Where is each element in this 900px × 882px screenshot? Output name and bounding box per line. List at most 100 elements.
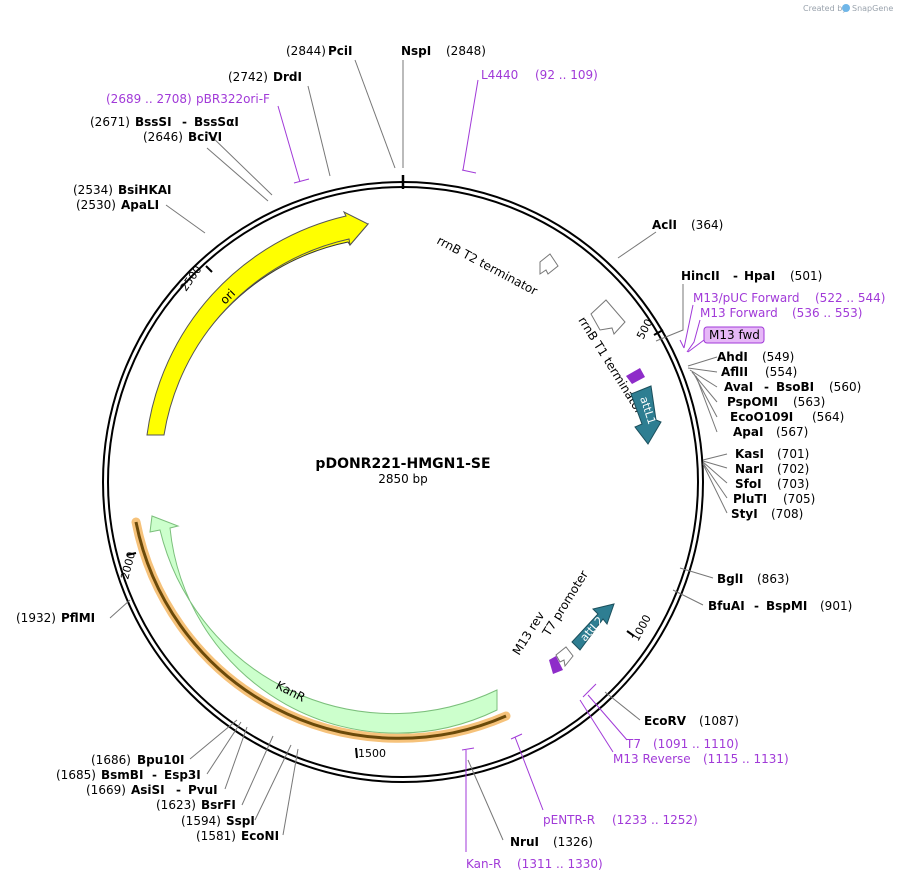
site-pspomi-pos: (563): [793, 395, 825, 409]
primer-kanr-name[interactable]: Kan-R: [466, 857, 501, 871]
site-leader-lines: [109, 59, 728, 841]
site-bsrfi-name[interactable]: BsrFI: [201, 798, 236, 812]
tick-label-2000: 2000: [118, 550, 138, 580]
site-bfuai-sep: -: [754, 599, 759, 613]
site-avai-name2[interactable]: BsoBI: [776, 380, 814, 394]
site-sfoi-name[interactable]: SfoI: [735, 477, 762, 491]
site-nari-name[interactable]: NarI: [735, 462, 764, 476]
site-acli-pos: (364): [691, 218, 723, 232]
primer-m13rev-range: (1115 .. 1131): [703, 752, 789, 766]
site-bsssi-name[interactable]: BssSI: [135, 115, 172, 129]
site-bcivi-name[interactable]: BciVI: [188, 130, 222, 144]
site-aflii-name[interactable]: AflII: [721, 365, 748, 379]
site-bsssi-pos: (2671): [90, 115, 130, 129]
primer-leader-lines: [277, 79, 705, 852]
site-bpu10i-name[interactable]: Bpu10I: [137, 753, 184, 767]
site-pluti-name[interactable]: PluTI: [733, 492, 767, 506]
site-asisi-name2[interactable]: PvuI: [188, 783, 218, 797]
site-asisi-name[interactable]: AsiSI: [131, 783, 165, 797]
primer-m13rev-name[interactable]: M13 Reverse: [613, 752, 691, 766]
primer-pbr322ori-name[interactable]: pBR322ori-F: [196, 92, 270, 106]
site-eco0109i-name[interactable]: EcoO109I: [730, 410, 793, 424]
site-sspi-name[interactable]: SspI: [226, 814, 255, 828]
site-avai-name[interactable]: AvaI: [724, 380, 753, 394]
site-bsssi-sep: -: [182, 115, 187, 129]
site-styi-pos: (708): [771, 507, 803, 521]
primer-m13fwd-name[interactable]: M13 Forward: [700, 306, 778, 320]
site-pcii-name[interactable]: PciI: [328, 44, 353, 58]
site-kasi-pos: (701): [777, 447, 809, 461]
site-ahdi-pos: (549): [762, 350, 794, 364]
site-ecorv-pos: (1087): [699, 714, 739, 728]
site-sfoi-pos: (703): [777, 477, 809, 491]
primer-m13puc-range: (522 .. 544): [815, 291, 885, 305]
site-pfimi-pos: (1932): [16, 611, 56, 625]
site-hincii-pos: (501): [790, 269, 822, 283]
site-drdi-pos: (2742): [228, 70, 268, 84]
site-nspi-name[interactable]: NspI: [401, 44, 431, 58]
m13-rev-primer-arrow: [549, 656, 563, 674]
rrnb-t1-arrow: [590, 299, 626, 335]
site-bsihkai-name[interactable]: BsiHKAI: [118, 183, 172, 197]
site-styi-name[interactable]: StyI: [731, 507, 758, 521]
site-econi-pos: (1581): [196, 829, 236, 843]
credit-brand: SnapGene: [852, 4, 893, 13]
primer-m13fwd-range: (536 .. 553): [792, 306, 862, 320]
site-apai-name[interactable]: ApaI: [733, 425, 763, 439]
primer-l4440-range: (92 .. 109): [535, 68, 598, 82]
primer-t7-name[interactable]: T7: [625, 737, 641, 751]
snapgene-logo-icon: [842, 4, 850, 12]
primer-m13puc-name[interactable]: M13/pUC Forward: [693, 291, 800, 305]
site-bfuai-name2[interactable]: BspMI: [766, 599, 807, 613]
primer-kanr-range: (1311 .. 1330): [517, 857, 603, 871]
site-ahdi-name[interactable]: AhdI: [717, 350, 748, 364]
primer-pentr-name[interactable]: pENTR-R: [543, 813, 595, 827]
rrnb-t2-label: rrnB T2 terminator: [435, 233, 540, 298]
primer-t7-range: (1091 .. 1110): [653, 737, 739, 751]
site-pspomi-name[interactable]: PspOMI: [727, 395, 778, 409]
site-acli-name[interactable]: AclI: [652, 218, 677, 232]
m13-fwd-primer-arrow: [626, 368, 645, 384]
site-kasi-name[interactable]: KasI: [735, 447, 764, 461]
kanr-feature[interactable]: [149, 515, 498, 734]
site-bsihkai-pos: (2534): [73, 183, 113, 197]
site-nspi-pos: (2848): [446, 44, 486, 58]
site-hincii-name[interactable]: HincII: [681, 269, 720, 283]
m13-fwd-feature-box[interactable]: [703, 326, 765, 344]
site-drdi-name[interactable]: DrdI: [273, 70, 302, 84]
site-bfuai-name[interactable]: BfuAI: [708, 599, 745, 613]
site-apai-pos: (567): [776, 425, 808, 439]
site-bgli-name[interactable]: BglI: [717, 572, 743, 586]
credit-prefix: Created by: [803, 4, 847, 13]
site-nrui-name[interactable]: NruI: [510, 835, 539, 849]
site-bgli-pos: (863): [757, 572, 789, 586]
site-bsrfi-pos: (1623): [156, 798, 196, 812]
site-ecorv-name[interactable]: EcoRV: [644, 714, 687, 728]
site-econi-name[interactable]: EcoNI: [241, 829, 279, 843]
site-nari-pos: (702): [777, 462, 809, 476]
site-bsmbi-name2[interactable]: Esp3I: [164, 768, 201, 782]
tick-label-1000: 1000: [629, 613, 654, 644]
attl1-feature[interactable]: [630, 385, 662, 445]
site-apali-name[interactable]: ApaLI: [121, 198, 159, 212]
site-avai-pos: (560): [829, 380, 861, 394]
rrnb-t2-arrow: [539, 253, 559, 275]
site-bsmbi-name[interactable]: BsmBI: [101, 768, 143, 782]
tick-label-500: 500: [634, 317, 655, 342]
site-avai-sep: -: [764, 380, 769, 394]
site-pfimi-name[interactable]: PflMI: [61, 611, 95, 625]
site-bcivi-pos: (2646): [143, 130, 183, 144]
site-eco0109i-pos: (564): [812, 410, 844, 424]
ori-arrow: [146, 210, 369, 436]
site-hincii-name2[interactable]: HpaI: [744, 269, 775, 283]
site-apali-pos: (2530): [76, 198, 116, 212]
site-bsssi-name2[interactable]: BssSαI: [194, 115, 239, 129]
site-hincii-sep: -: [733, 269, 738, 283]
primer-pbr322ori-range: (2689 .. 2708): [106, 92, 192, 106]
primer-l4440-name[interactable]: L4440: [481, 68, 518, 82]
site-bsmbi-pos: (1685): [56, 768, 96, 782]
attl2-feature[interactable]: [571, 603, 615, 651]
site-pluti-pos: (705): [783, 492, 815, 506]
m13-fwd-feature-label: M13 fwd: [709, 328, 760, 342]
